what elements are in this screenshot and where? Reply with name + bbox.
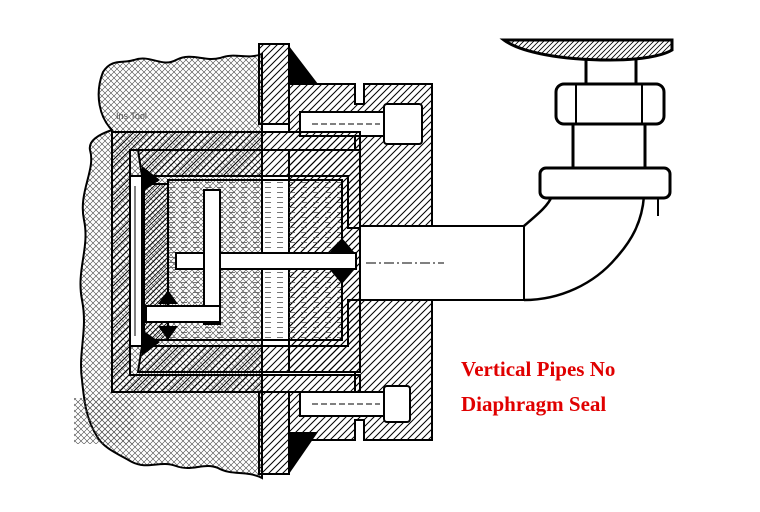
diaphragm-ring [129,175,143,347]
pipe-collar [538,166,672,200]
caption-line-2: Diaphragm Seal [461,392,607,416]
flange-plate-bottom [258,391,290,475]
bolt-head-bottom [383,385,411,423]
flange-plate-top [258,43,290,125]
weld-bottom [289,432,318,474]
vertical-pipe-section [499,38,674,62]
retaining-shell [111,131,361,393]
stem-foot [145,305,221,323]
pipe-stem [571,120,647,170]
stem-vertical [203,189,221,325]
tool-label: Ins Tool [116,111,147,121]
elbow-pipe [523,195,646,302]
weld-top [289,46,318,84]
port-connector [359,225,525,301]
bolt-head-top [383,103,423,145]
hex-nut [554,82,666,126]
caption-line-1: Vertical Pipes No [461,357,616,381]
